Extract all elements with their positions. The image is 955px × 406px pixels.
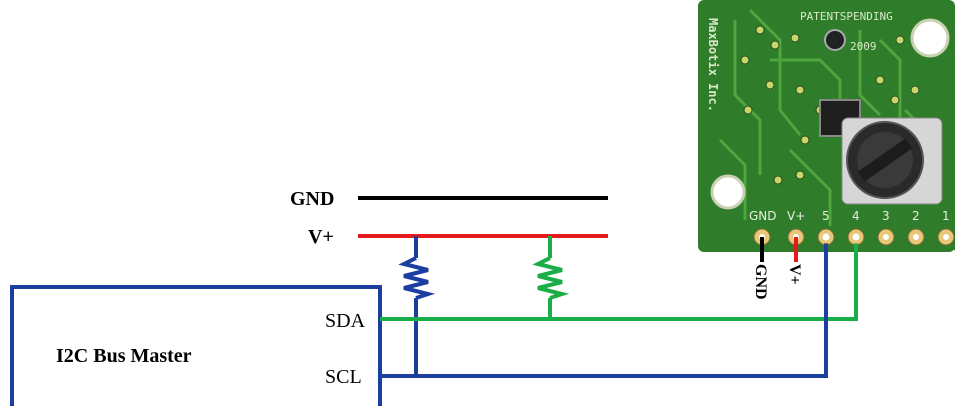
sda-pin-label: SDA <box>325 310 366 332</box>
pcb-vias <box>740 25 920 185</box>
potentiometer <box>841 117 943 205</box>
pin-label-4: 4 <box>852 209 860 223</box>
scl-pullup-resistor <box>398 236 436 376</box>
sda-wire <box>380 237 858 321</box>
pin-label-1: 1 <box>942 209 950 223</box>
pin-label-gnd: GND <box>749 209 777 223</box>
sensor-gnd-wire-label: GND <box>752 264 769 300</box>
scl-wire <box>380 237 828 378</box>
pin-label-5: 5 <box>822 209 830 223</box>
mount-hole-top-right <box>910 18 950 58</box>
scl-pin-label: SCL <box>325 366 362 388</box>
pin-label-3: 3 <box>882 209 890 223</box>
vplus-rail-label: V+ <box>308 226 334 248</box>
brand-text: MaxBotix Inc. <box>706 18 720 112</box>
bus-master-title: I2C Bus Master <box>56 345 192 367</box>
pin-labels: GND V+ 5 4 3 2 1 <box>749 209 950 223</box>
year-text: 2009 <box>850 40 877 53</box>
mount-hole-bottom-left <box>710 174 746 210</box>
pin-label-vplus: V+ <box>787 209 805 223</box>
sda-pullup-resistor <box>532 236 570 319</box>
pin-label-2: 2 <box>912 209 920 223</box>
bus-master-box <box>10 285 382 406</box>
gnd-rail-label: GND <box>290 188 334 210</box>
patents-text: PATENTSPENDING <box>800 10 893 23</box>
sensor-board: PATENTSPENDING 2009 MaxBotix Inc. GND V+… <box>698 0 955 252</box>
sensor-vplus-wire-label: V+ <box>786 264 803 285</box>
pcb-sensor-dot <box>824 29 846 51</box>
pin-pad-overlays <box>819 230 863 244</box>
